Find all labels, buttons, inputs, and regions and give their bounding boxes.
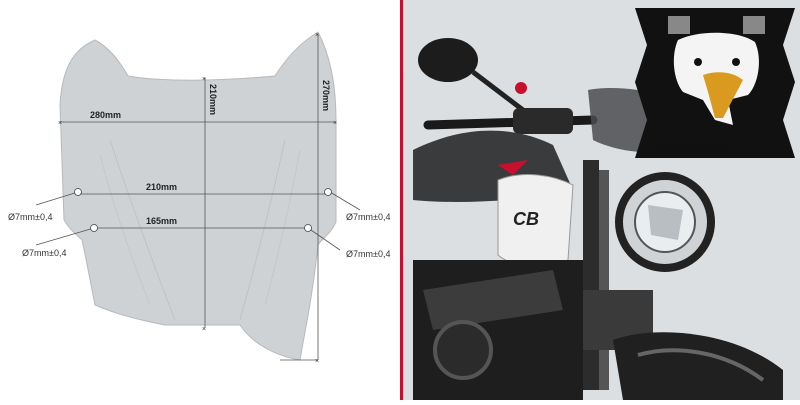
hole-upper-left xyxy=(74,188,82,196)
label-hole-lower-left: Ø7mm±0,4 xyxy=(22,248,66,258)
hole-lower-left xyxy=(90,224,98,232)
svg-text:×: × xyxy=(315,32,319,39)
label-hole-spacing-lower: 165mm xyxy=(146,216,177,226)
diagram-svg: × × × × × × 280mm 210mm 270mm 210mm 165m… xyxy=(8,31,390,365)
windscreen-shape xyxy=(59,31,337,361)
hole-lower-right xyxy=(304,224,312,232)
motorcycle-photo: CB ChopperStyle.sk xyxy=(403,0,800,400)
svg-text:CB: CB xyxy=(513,209,539,229)
svg-text:×: × xyxy=(202,76,206,83)
windscreen-diagram: × × × × × × 280mm 210mm 270mm 210mm 165m… xyxy=(0,0,400,400)
svg-text:×: × xyxy=(202,326,206,333)
svg-text:×: × xyxy=(58,120,62,127)
label-height-right: 270mm xyxy=(321,80,331,111)
hole-upper-right xyxy=(324,188,332,196)
panel-divider xyxy=(400,0,403,400)
eagle-iron-cross-icon xyxy=(635,8,795,158)
logo-text: ChopperStyle.sk xyxy=(655,143,729,155)
motorcycle-illustration: CB ChopperStyle.sk xyxy=(403,0,800,400)
label-hole-upper-left: Ø7mm±0,4 xyxy=(8,212,52,222)
label-hole-lower-right: Ø7mm±0,4 xyxy=(346,249,390,259)
svg-text:×: × xyxy=(333,120,337,127)
label-hole-upper-right: Ø7mm±0,4 xyxy=(346,212,390,222)
label-width-top: 280mm xyxy=(90,110,121,120)
mirror xyxy=(418,38,478,82)
label-height-center: 210mm xyxy=(208,84,218,115)
dimension-lines xyxy=(35,34,361,361)
dimension-ticks: × × × × × × xyxy=(58,32,337,365)
svg-text:×: × xyxy=(315,358,319,365)
label-hole-spacing-upper: 210mm xyxy=(146,182,177,192)
